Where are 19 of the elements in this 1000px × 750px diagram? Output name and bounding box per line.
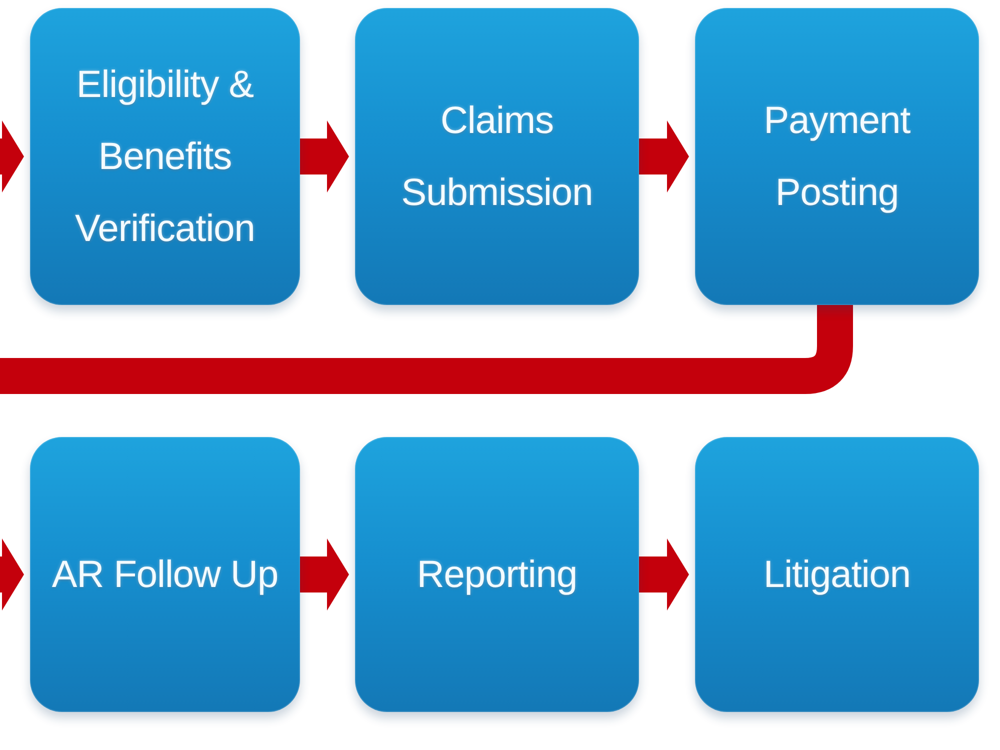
step-label: Eligibility & Benefits Verification: [74, 62, 256, 252]
step-label: Litigation: [763, 552, 911, 598]
process-box: [355, 8, 639, 305]
process-box: [695, 8, 979, 305]
step-label: Claims Submission: [400, 98, 594, 216]
step-label: Reporting: [416, 552, 578, 598]
arrow: [639, 538, 689, 610]
step-label: Payment Posting: [762, 98, 912, 216]
process-box: [30, 437, 300, 712]
arrow: [0, 538, 24, 610]
arrow: [300, 120, 349, 192]
arrow: [300, 538, 349, 610]
arrow: [0, 120, 24, 192]
arrow: [639, 120, 689, 192]
connector-line: [0, 305, 853, 394]
process-box: [355, 437, 639, 712]
process-box: [695, 437, 979, 712]
process-box: [30, 8, 300, 305]
step-label: AR Follow Up: [52, 552, 278, 598]
